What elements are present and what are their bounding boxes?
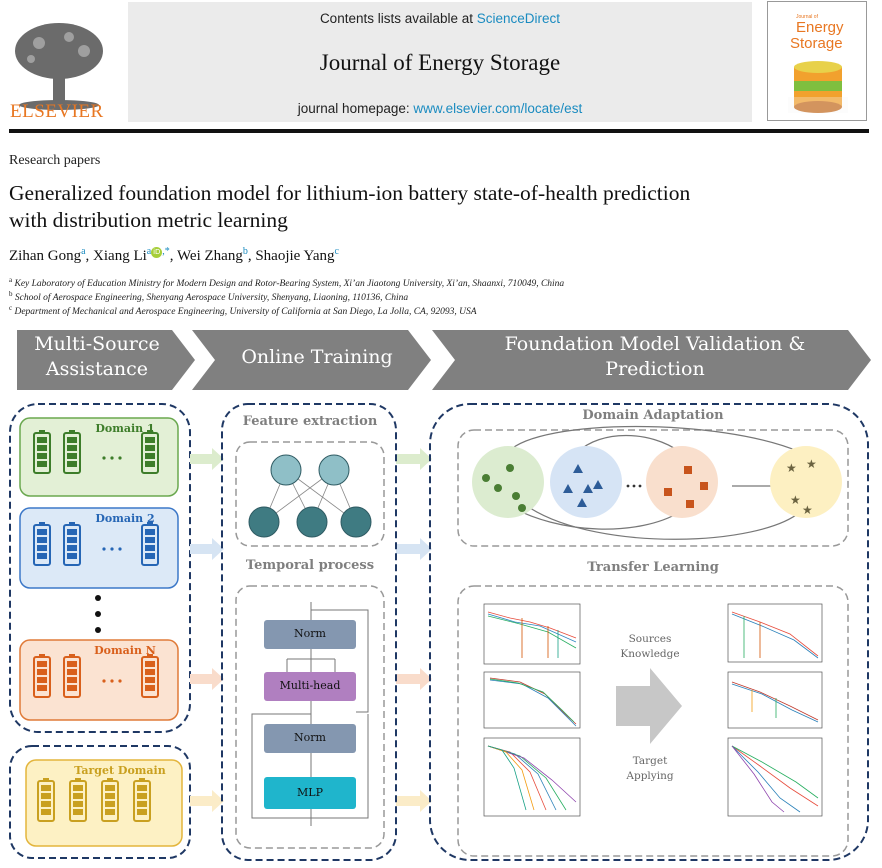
journal-title: Journal of Energy Storage [319, 50, 561, 75]
stage-label-1: Multi-Source Assistance [34, 333, 160, 380]
author-affil-sup[interactable]: b [242, 246, 248, 257]
affiliation-sup: a [9, 276, 13, 284]
affiliation-text: School of Aerospace Engineering, Shenyan… [14, 293, 409, 304]
stage-arrow-3 [432, 330, 871, 390]
cover-cylinder-image [788, 61, 848, 113]
svg-text:★: ★ [806, 457, 817, 471]
norm-block: Norm [294, 731, 326, 744]
multi-head-block: Multi-head [279, 679, 341, 692]
norm-block: Norm [294, 627, 326, 640]
svg-text:★: ★ [786, 461, 797, 475]
transfer-arrow [616, 668, 682, 744]
cover-title-1: Energy [796, 19, 844, 36]
stage-label-3: Foundation Model Validation & Prediction [504, 333, 806, 380]
paper-title: Generalized foundation model for lithium… [9, 181, 691, 232]
sciencedirect-link[interactable]: ScienceDirect [476, 11, 561, 26]
corresponding-mark[interactable]: ,* [162, 246, 170, 257]
svg-text:★: ★ [802, 503, 813, 517]
domain-adaptation-label: Domain Adaptation [582, 408, 724, 423]
feature-extraction-label: Feature extraction [242, 414, 378, 429]
affiliation-text: Department of Mechanical and Aerospace E… [14, 307, 477, 318]
journal-cover[interactable]: Journal of Energy Storage [767, 1, 867, 121]
header-rule [9, 129, 869, 133]
contents-prefix: Contents lists available at [319, 11, 477, 26]
affiliation: a Key Laboratory of Education Ministry f… [9, 276, 564, 289]
author-affil-sup[interactable]: a [81, 246, 86, 257]
stage-arrow-1 [17, 330, 195, 390]
target-applying-label: Target Applying [626, 755, 674, 782]
contents-line: Contents lists available at ScienceDirec… [128, 11, 752, 26]
sources-knowledge-label: Sources Knowledge [620, 633, 680, 660]
cover-title-2: Storage [790, 35, 843, 52]
target-domain-label: Target Domain [74, 764, 166, 777]
domain-label: Domain N [94, 644, 156, 657]
author-name[interactable]: Zihan Gong [9, 248, 82, 264]
homepage-prefix: journal homepage: [297, 101, 414, 116]
elsevier-tree-logo [9, 21, 109, 111]
stage-label-2: Online Training [241, 346, 393, 368]
author-affil-sup[interactable]: c [334, 246, 339, 257]
affiliation-text: Key Laboratory of Education Ministry for… [14, 279, 565, 290]
source-domains-container [9, 403, 191, 733]
transfer-learning-label: Transfer Learning [587, 560, 719, 575]
mlp-block: MLP [297, 786, 323, 799]
graphical-abstract-figure: ★★★★ [0, 322, 882, 868]
temporal-process-label: Temporal process [245, 558, 375, 573]
article-section: Research papers [9, 153, 101, 168]
online-training-container [221, 403, 397, 861]
stage-arrow-2 [192, 330, 431, 390]
svg-text:★: ★ [790, 493, 801, 507]
author-affil-sup[interactable]: a [146, 246, 152, 257]
author-name[interactable]: Xiang Li [93, 248, 147, 264]
domain-label: Domain 1 [95, 422, 155, 435]
domain-label: Domain 2 [95, 512, 155, 525]
homepage-link[interactable]: www.elsevier.com/locate/est [413, 101, 583, 116]
cover-small-text: Journal of [796, 14, 818, 20]
homepage-line: journal homepage: www.elsevier.com/locat… [128, 101, 752, 116]
affiliation-sup: b [9, 290, 13, 298]
validation-container [429, 403, 869, 861]
affiliation: c Department of Mechanical and Aerospace… [9, 304, 477, 317]
affiliation-sup: c [9, 304, 13, 312]
journal-header-box [128, 2, 752, 122]
publisher-name: ELSEVIER [10, 101, 104, 122]
orcid-icon[interactable]: iD [151, 247, 163, 258]
author-name[interactable]: Shaojie Yang [255, 248, 335, 264]
author-name[interactable]: Wei Zhang [176, 248, 243, 264]
affiliation: b School of Aerospace Engineering, Sheny… [9, 290, 408, 303]
